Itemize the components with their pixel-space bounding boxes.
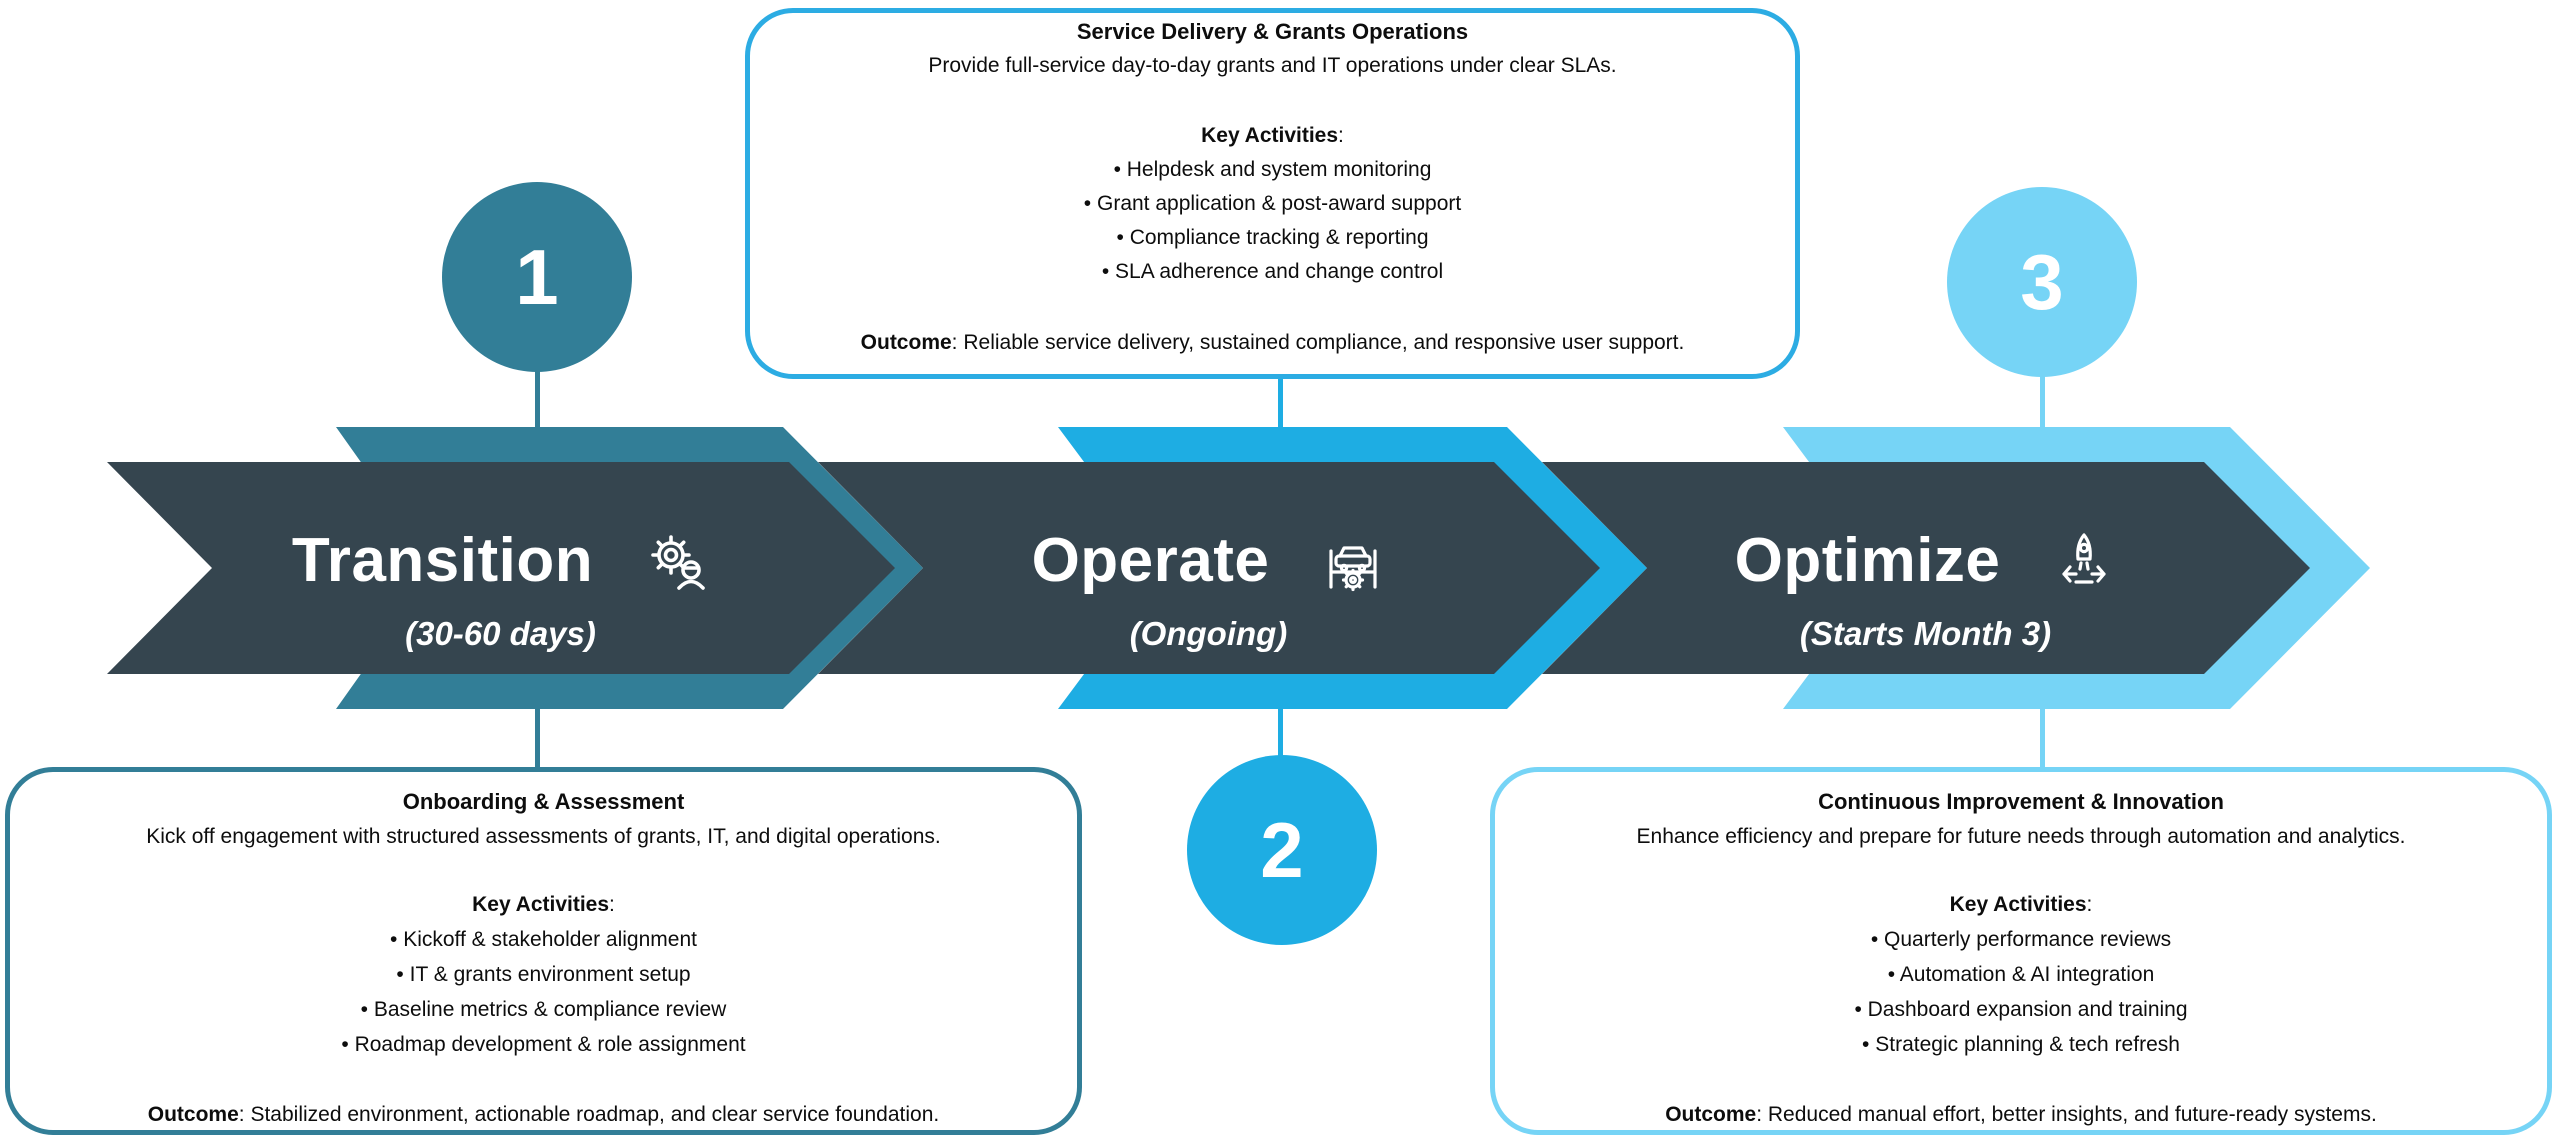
phase-title: Optimize: [1734, 526, 2001, 595]
operate-arrow: [818, 462, 1600, 674]
callout-title: Onboarding & Assessment: [402, 789, 685, 814]
transition-banner-label: Transition (30-60 days): [212, 462, 789, 674]
connector-line: [535, 707, 540, 769]
step-number: 2: [1260, 805, 1304, 894]
phase-subtitle: (Ongoing): [1129, 615, 1288, 652]
rocket-launch-icon: [2052, 529, 2116, 593]
connector-line: [2040, 707, 2045, 769]
phase-title: Operate: [1031, 526, 1270, 595]
optimize-banner-label: Optimize (Starts Month 3): [1647, 462, 2204, 674]
activity-item: • SLA adherence and change control: [1101, 260, 1444, 283]
callout-description: Provide full-service day-to-day grants a…: [928, 54, 1617, 77]
gear-person-icon: [645, 529, 709, 593]
outcome-line: Outcome: Stabilized environment, actiona…: [147, 1103, 940, 1126]
key-activities-heading: Key Activities:: [1201, 124, 1344, 147]
activity-item: • Baseline metrics & compliance review: [360, 998, 727, 1021]
connector-line: [1278, 377, 1283, 429]
activity-item: • Kickoff & stakeholder alignment: [390, 928, 697, 951]
activity-item: • Compliance tracking & reporting: [1116, 226, 1429, 249]
callout-title: Service Delivery & Grants Operations: [1076, 19, 1469, 44]
operate-callout-box: Service Delivery & Grants Operations Pro…: [745, 8, 1800, 379]
step-number: 3: [2020, 237, 2064, 326]
operate-banner-label: Operate (Ongoing): [923, 462, 1494, 674]
callout-description: Enhance efficiency and prepare for futur…: [1636, 825, 2406, 848]
outcome-line: Outcome: Reduced manual effort, better i…: [1665, 1103, 2377, 1126]
transition-arrow: [107, 462, 895, 674]
step-1-badge: 1: [442, 182, 632, 372]
callout-description: Kick off engagement with structured asse…: [146, 825, 941, 848]
transition-callout-box: Onboarding & Assessment Kick off engagem…: [5, 767, 1082, 1135]
activity-item: • Automation & AI integration: [1887, 963, 2155, 986]
connector-line: [535, 371, 540, 429]
optimize-arrow: [1542, 462, 2310, 674]
outcome-line: Outcome: Reliable service delivery, sust…: [860, 331, 1685, 354]
connector-line: [1278, 707, 1283, 757]
car-service-lift-icon: [1321, 529, 1385, 593]
activity-item: • Strategic planning & tech refresh: [1862, 1033, 2180, 1056]
step-2-badge: 2: [1187, 755, 1377, 945]
key-activities-heading: Key Activities:: [1949, 893, 2093, 916]
activity-item: • Grant application & post-award support: [1083, 192, 1462, 215]
connector-line: [2040, 375, 2045, 429]
callout-title: Continuous Improvement & Innovation: [1818, 789, 2224, 814]
key-activities-heading: Key Activities:: [472, 893, 615, 916]
activity-item: • Dashboard expansion and training: [1854, 998, 2188, 1021]
phase-subtitle: (Starts Month 3): [1799, 615, 2052, 652]
activity-item: • Roadmap development & role assignment: [341, 1033, 746, 1056]
optimize-callout-box: Continuous Improvement & Innovation Enha…: [1490, 767, 2552, 1135]
activity-item: • Quarterly performance reviews: [1870, 928, 2172, 951]
phase-subtitle: (30-60 days): [405, 615, 596, 652]
phase-title: Transition: [291, 526, 594, 595]
step-3-badge: 3: [1947, 187, 2137, 377]
activity-item: • IT & grants environment setup: [396, 963, 691, 986]
activity-item: • Helpdesk and system monitoring: [1113, 158, 1432, 181]
step-number: 1: [515, 232, 559, 321]
